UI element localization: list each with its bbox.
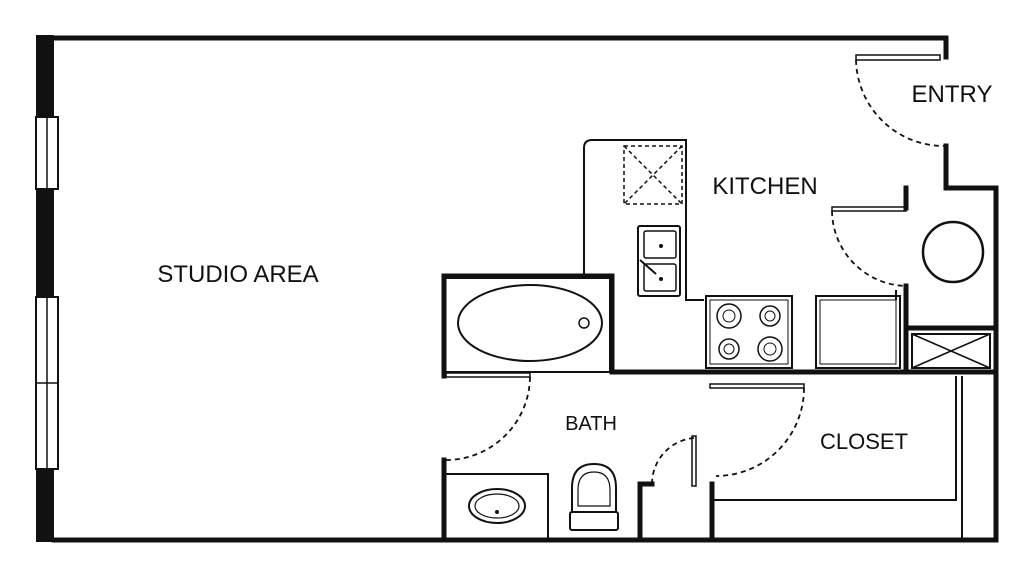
- utility-room-walls: [903, 185, 999, 375]
- window-left-upper: [35, 116, 59, 190]
- closet-walls: [711, 376, 963, 540]
- toilet: [569, 462, 619, 531]
- entry-label: ENTRY: [912, 81, 993, 108]
- bath-label: BATH: [565, 413, 617, 435]
- kitchen-sink: [637, 225, 681, 297]
- kitchen-door: [831, 206, 907, 287]
- refrigerator: [815, 290, 901, 369]
- window-left-lower: [35, 296, 59, 470]
- kitchen-walls: [441, 139, 911, 375]
- kitchen-label: KITCHEN: [712, 173, 817, 200]
- bathtub: [443, 277, 611, 373]
- utility-cabinet-x: [911, 333, 991, 369]
- bathroom-sink: [468, 488, 526, 524]
- studio-area-label: STUDIO AREA: [157, 261, 318, 288]
- closet-door: [709, 383, 805, 477]
- outer-walls: [36, 35, 999, 543]
- linen-closet-door: [651, 435, 697, 487]
- entry-door: [855, 54, 945, 147]
- closet-label: CLOSET: [820, 429, 908, 454]
- stove: [705, 295, 793, 369]
- kitchen-cabinet-x: [623, 145, 683, 205]
- water-heater: [921, 220, 985, 284]
- bath-door: [445, 372, 531, 461]
